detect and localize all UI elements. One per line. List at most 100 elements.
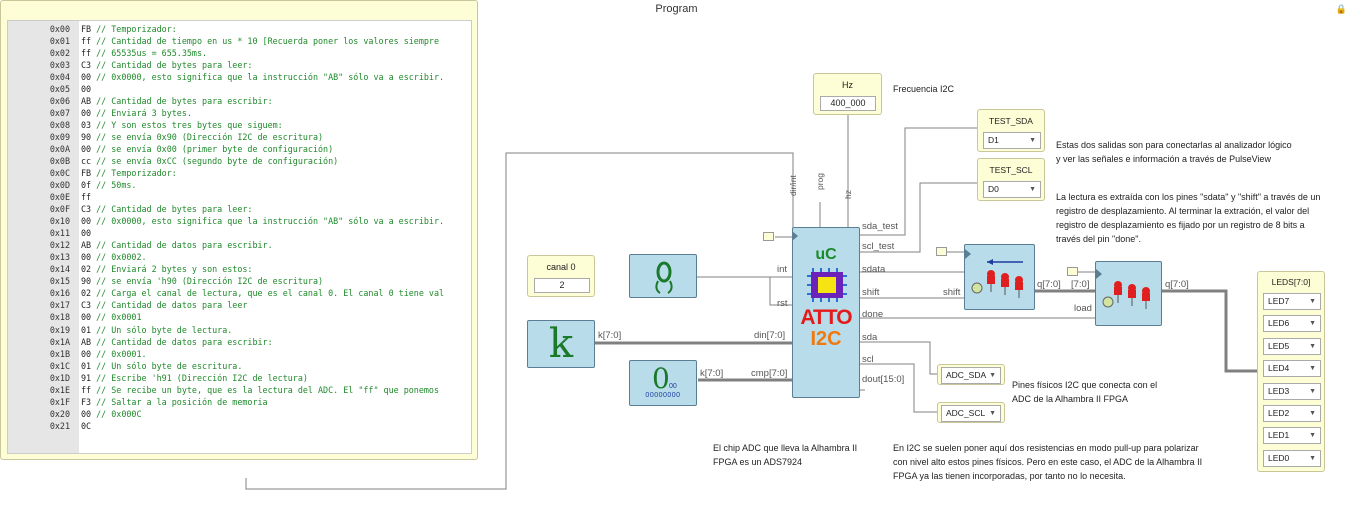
program-line-address: 0x19 xyxy=(49,324,70,335)
adc-scl-pin[interactable]: ADC_SCL▼ xyxy=(937,402,1005,423)
test-scl-output[interactable]: TEST_SCL D0▼ xyxy=(977,158,1045,201)
lock-icon[interactable]: 🔒 xyxy=(1335,4,1347,14)
k-constant-block[interactable]: k xyxy=(527,320,595,368)
uc-out-dout: dout[15:0] xyxy=(862,374,905,385)
uc-out-scl-test: scl_test xyxy=(862,241,895,252)
canal-value[interactable]: 2 xyxy=(534,278,590,293)
atto-i2c-uc-block[interactable]: uC ATTO I2C xyxy=(792,227,860,398)
program-line-hex: 02 xyxy=(81,288,92,299)
led-select-value: LED2 xyxy=(1268,408,1290,418)
loop-block[interactable] xyxy=(629,254,697,298)
program-line-code: 01 // Un sólo byte de lectura. xyxy=(81,324,232,336)
program-line-hex: 00 xyxy=(81,228,92,239)
shift-reg-out-label: q[7:0] xyxy=(1037,279,1061,290)
program-line-comment: // Cantidad de bytes para escribir: xyxy=(91,96,273,107)
program-line-code: 00 // se envía 0x00 (primer byte de conf… xyxy=(81,143,333,155)
program-line-hex: AB xyxy=(81,336,92,347)
leds-output[interactable]: LEDS[7:0] LED7▼LED6▼LED5▼LED4▼LED3▼LED2▼… xyxy=(1257,271,1325,472)
hz-value[interactable]: 400_000 xyxy=(820,96,876,111)
program-line-comment: // se envía 0x00 (primer byte de configu… xyxy=(91,144,334,155)
program-line-code: C3 // Cantidad de bytes para leer: xyxy=(81,59,252,71)
hz-constant[interactable]: Hz 400_000 xyxy=(813,73,882,115)
program-line-address: 0x17 xyxy=(49,300,70,311)
canal-title: canal 0 xyxy=(546,262,576,272)
zero-constant-block[interactable]: 0 00 00000000 xyxy=(629,360,697,406)
program-line-address: 0x0A xyxy=(49,144,70,155)
chip-icon xyxy=(807,268,847,302)
uc-top-label-hz: hz xyxy=(843,190,853,199)
program-line-comment: // 0x0001. xyxy=(91,348,147,359)
test-sda-output[interactable]: TEST_SDA D1▼ xyxy=(977,109,1045,152)
led-select-led4[interactable]: LED4▼ xyxy=(1263,360,1321,378)
program-line-hex: F3 xyxy=(81,396,92,407)
leds-title: LEDS[7:0] xyxy=(1271,277,1311,287)
program-line-code: 00 // Enviará 3 bytes. xyxy=(81,107,192,119)
test-sda-value: D1 xyxy=(988,135,999,145)
wire-program xyxy=(245,152,794,490)
program-line-hex: C3 xyxy=(81,204,92,215)
program-line-hex: 02 xyxy=(81,264,92,275)
test-scl-select[interactable]: D0▼ xyxy=(983,181,1041,198)
shift-note: La lectura es extraída con los pines "sd… xyxy=(1056,190,1320,246)
program-line-comment: // 50ms. xyxy=(91,180,137,191)
led-select-led3[interactable]: LED3▼ xyxy=(1263,382,1321,400)
led-select-led7[interactable]: LED7▼ xyxy=(1263,293,1321,310)
program-line-address: 0x08 xyxy=(49,120,70,131)
register-toggle[interactable] xyxy=(1067,267,1078,276)
pins-note: Pines físicos I2C que conecta con el ADC… xyxy=(1012,378,1157,406)
program-line-address: 0x0F xyxy=(49,204,70,215)
adc-sda-select[interactable]: ADC_SDA▼ xyxy=(941,367,1001,384)
adc-scl-select[interactable]: ADC_SCL▼ xyxy=(941,405,1001,422)
wire-test-sda xyxy=(859,127,978,236)
program-line-comment: // Enviará 2 bytes y son estos: xyxy=(91,264,253,275)
output-register-block[interactable] xyxy=(1095,261,1162,326)
chevron-down-icon: ▼ xyxy=(1309,320,1316,328)
program-line-address: 0x11 xyxy=(49,228,70,239)
program-line-comment: // Temporizador: xyxy=(91,168,177,179)
program-line-address: 0x1E xyxy=(49,384,70,395)
chevron-down-icon: ▼ xyxy=(1309,454,1316,462)
program-line-hex: 91 xyxy=(81,372,92,383)
program-line-hex: C3 xyxy=(81,300,92,311)
k-port-label: k[7:0] xyxy=(598,330,622,341)
program-line-hex: 90 xyxy=(81,276,92,287)
adc-sda-pin[interactable]: ADC_SDA▼ xyxy=(937,364,1005,385)
program-line-hex: 01 xyxy=(81,360,92,371)
program-line-code: 01 // Un sólo byte de escritura. xyxy=(81,360,242,372)
program-line-hex: 0f xyxy=(81,180,92,191)
program-line-address: 0x02 xyxy=(49,48,70,59)
led-select-led0[interactable]: LED0▼ xyxy=(1263,449,1321,467)
program-line-hex: AB xyxy=(81,96,92,107)
program-line-hex: FB xyxy=(81,168,92,179)
led-select-led6[interactable]: LED6▼ xyxy=(1263,315,1321,333)
test-sda-select[interactable]: D1▼ xyxy=(983,132,1041,149)
program-line-code: 00 xyxy=(81,83,91,95)
atto-logo-text: ATTO xyxy=(800,306,852,329)
program-line-comment: // 0x0002. xyxy=(91,252,147,263)
pullup-note-line1: En I2C se suelen poner aquí dos resisten… xyxy=(893,443,1199,453)
uc-out-done: done xyxy=(862,309,884,320)
led-select-led2[interactable]: LED2▼ xyxy=(1263,405,1321,422)
led-select-led1[interactable]: LED1▼ xyxy=(1263,427,1321,445)
shift-register-block[interactable] xyxy=(964,244,1035,310)
program-line-comment: // Escribe 'h91 (Dirección I2C de lectur… xyxy=(91,372,308,383)
program-line-comment: // 0x0001 xyxy=(91,312,142,323)
canal-constant[interactable]: canal 0 2 xyxy=(527,255,595,297)
led-select-led5[interactable]: LED5▼ xyxy=(1263,337,1321,355)
program-line-code: AB // Cantidad de datos para escribir. xyxy=(81,239,273,251)
program-line-code: 00 // 0x0000, esto significa que la inst… xyxy=(81,215,444,227)
uc-toggle[interactable] xyxy=(763,232,774,241)
program-line-address: 0x09 xyxy=(49,132,70,143)
chevron-down-icon: ▼ xyxy=(1029,186,1036,193)
program-line-code: AB // Cantidad de datos para escribir: xyxy=(81,336,273,348)
shift-toggle[interactable] xyxy=(936,247,947,256)
uc-in-din: din[7:0] xyxy=(754,330,786,341)
program-line-address: 0x12 xyxy=(49,240,70,251)
program-line-hex: ff xyxy=(81,36,92,47)
shift-reg-in-label: shift xyxy=(943,287,961,298)
program-line-address: 0x0B xyxy=(49,156,70,167)
wire-adc-sda xyxy=(859,341,938,375)
